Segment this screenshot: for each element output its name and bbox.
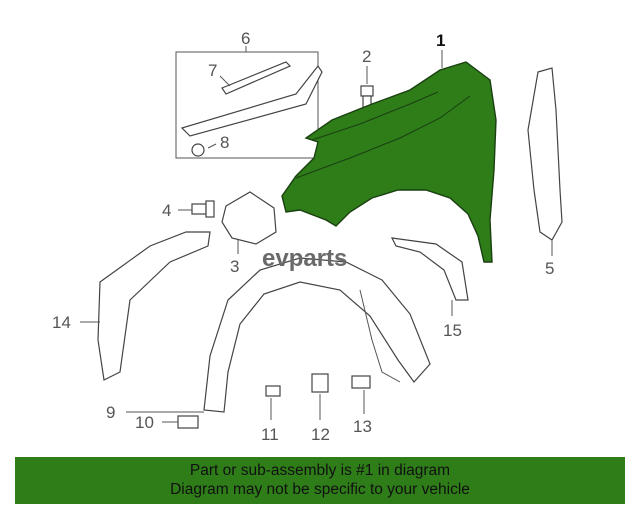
part-15-shield	[390, 237, 469, 316]
part-14-seal	[80, 231, 211, 381]
callout-11: 11	[261, 425, 279, 444]
callout-15: 15	[443, 321, 462, 340]
callout-5: 5	[545, 259, 554, 278]
watermark-logo: evparts	[262, 245, 347, 272]
callout-8: 8	[220, 133, 229, 152]
part-7-seal	[221, 61, 292, 95]
callout-2: 2	[362, 47, 371, 66]
part-4-bolt	[178, 200, 215, 218]
callout-6: 6	[241, 29, 250, 48]
part-13-clip	[351, 375, 371, 414]
part-1-fender	[281, 50, 497, 263]
parts-diagram: evparts 1 2 3 4 5 6 7 8 9 10 11 12 13 14…	[52, 29, 563, 444]
part-3-bracket	[221, 191, 277, 254]
part-5-bracket	[527, 67, 563, 256]
callout-10: 10	[135, 413, 154, 432]
part-8-clip	[191, 143, 205, 157]
callout-3: 3	[230, 257, 239, 276]
banner-line-1: Part or sub-assembly is #1 in diagram	[189, 462, 451, 479]
info-banner: Part or sub-assembly is #1 in diagram Di…	[15, 457, 625, 504]
callout-7: 7	[208, 61, 217, 80]
part-9-liner	[126, 257, 431, 413]
callout-14: 14	[52, 313, 71, 332]
part-12-nut	[311, 373, 329, 420]
banner-line-2: Diagram may not be specific to your vehi…	[170, 481, 470, 498]
part-11-screw	[265, 385, 281, 420]
callout-12: 12	[311, 425, 330, 444]
part-10-clip	[162, 415, 199, 429]
callout-1: 1	[436, 31, 445, 50]
part-6-group	[175, 46, 323, 159]
callout-9: 9	[106, 403, 115, 422]
callout-13: 13	[353, 417, 372, 436]
callout-4: 4	[162, 201, 171, 220]
part-6-bracket	[180, 64, 323, 137]
